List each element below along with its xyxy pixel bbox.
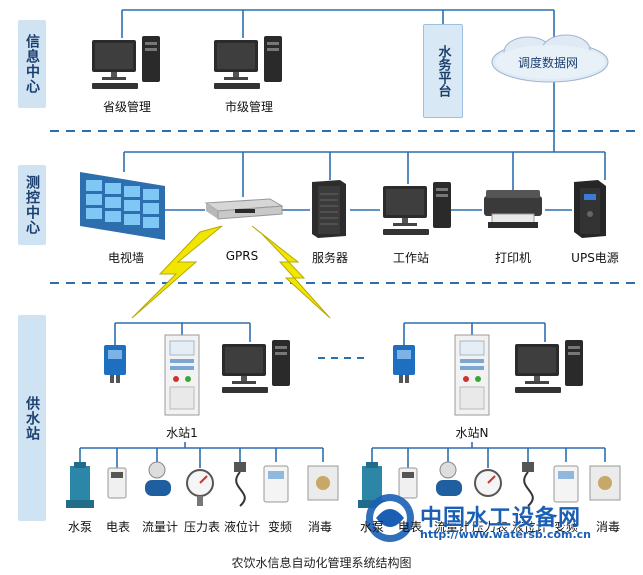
water-platform: 水务平台 (423, 24, 463, 118)
station1-rtu-icon (104, 345, 126, 383)
watermark-title: 中国水工设备网 (420, 506, 582, 531)
disinfector-icon (307, 465, 339, 501)
label-ups: UPS电源 (571, 251, 619, 265)
video-wall-icon (80, 172, 165, 240)
band-supply-station: 供水站 (18, 315, 46, 521)
label-inverter-right: 变频 (553, 520, 578, 534)
label-disinfection-right: 消毒 (595, 520, 620, 534)
municipal-computer-icon (214, 36, 282, 89)
label-flowmeter: 流量计 (141, 520, 178, 534)
printer-icon (484, 190, 542, 228)
flowmeter-icon (145, 461, 171, 496)
lightning-icon-right (251, 225, 331, 319)
label-inverter: 变频 (267, 520, 292, 534)
label-video-wall: 电视墙 (107, 251, 144, 265)
label-pressure-gauge: 压力表 (183, 520, 220, 534)
label-gprs: GPRS (225, 249, 259, 263)
provincial-computer-icon (92, 36, 160, 89)
stationN-rtu-icon (393, 345, 415, 383)
disinfector-icon (589, 465, 621, 501)
workstation-computer-icon (383, 182, 451, 235)
lightning-icon-left (131, 225, 223, 319)
gprs-modem-icon (204, 198, 284, 220)
stationN-cabinet-icon (454, 334, 490, 416)
label-flowmeter-right: 流量计 (433, 520, 470, 534)
band-info-center: 信息中心 (18, 20, 46, 108)
label-cloud: 调度数据网 (517, 56, 578, 70)
ups-icon (574, 180, 606, 238)
label-station1: 水站1 (166, 426, 198, 440)
pressure-gauge-icon (474, 469, 502, 497)
label-pressure-gauge-right: 压力表 (471, 520, 508, 534)
label-level-meter: 液位计 (223, 520, 260, 534)
stationN-computer-icon (515, 340, 583, 393)
pump-icon (66, 462, 94, 508)
label-provincial: 省级管理 (102, 100, 151, 114)
label-pump-right: 水泵 (359, 520, 384, 534)
band-control-center: 测控中心 (18, 165, 46, 245)
label-pump: 水泵 (67, 520, 92, 534)
label-disinfection: 消毒 (307, 520, 332, 534)
station1-cabinet-icon (164, 334, 200, 416)
pressure-gauge-icon (186, 469, 214, 506)
electric-meter-icon (398, 467, 418, 499)
label-printer: 打印机 (494, 251, 531, 265)
label-meter: 电表 (105, 520, 130, 534)
electric-meter-icon (107, 467, 127, 499)
label-meter-right: 电表 (397, 520, 422, 534)
label-server: 服务器 (311, 251, 348, 265)
flowmeter-icon (436, 461, 462, 496)
inverter-icon (553, 465, 579, 503)
inverter-icon (263, 465, 289, 503)
watermark-url: http://www.watersb.com.cn (420, 528, 592, 541)
server-icon (312, 180, 346, 238)
label-workstation: 工作站 (392, 251, 429, 265)
equipment-left-icons (66, 461, 339, 508)
station1-computer-icon (222, 340, 290, 393)
diagram-caption: 农饮水信息自动化管理系统结构图 (231, 556, 412, 570)
label-municipal: 市级管理 (224, 100, 273, 114)
level-meter-icon (234, 462, 246, 507)
level-meter-icon (522, 462, 534, 507)
cloud-icon (491, 34, 609, 83)
label-level-meter-right: 液位计 (511, 520, 548, 534)
watermark-logo-icon (366, 494, 414, 542)
label-stationN: 水站N (455, 426, 489, 440)
